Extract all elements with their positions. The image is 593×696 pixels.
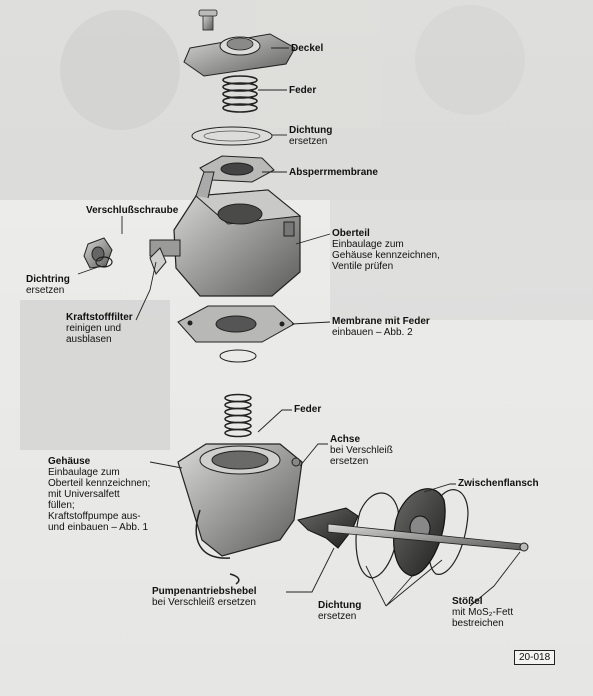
spring-top-part (222, 75, 258, 113)
label-gehaeuse-line: Einbaulage zum (48, 467, 120, 478)
label-stoessel-line: mit MoS₂-Fett (452, 607, 514, 618)
label-dichtung-top: Dichtung ersetzen (289, 125, 332, 147)
leader-pumpenantriebshebel (286, 547, 335, 593)
leader-dichtring (77, 265, 102, 275)
clip-part (229, 573, 240, 585)
label-dichtung-bottom-title: Dichtung (318, 600, 362, 611)
shutoff-membrane-part (199, 155, 275, 183)
gasket-top-part (191, 126, 273, 146)
pushrod-part (327, 523, 529, 552)
fuel-filter-part (149, 247, 167, 275)
label-absperrmembrane-title: Absperrmembrane (289, 167, 378, 178)
label-dichtung-top-sub: ersetzen (289, 136, 328, 147)
upper-body-part (149, 171, 302, 297)
label-stoessel-line: bestreichen (452, 618, 504, 629)
label-feder-top-title: Feder (289, 85, 317, 96)
label-kraftstofffilter-line: ausblasen (66, 334, 112, 345)
label-dichtung-bottom-sub: ersetzen (318, 611, 357, 622)
leader-gehaeuse (149, 461, 183, 469)
leader-stoessel (469, 551, 521, 607)
label-feder-mid: Feder (294, 404, 321, 415)
cover-part (183, 33, 296, 77)
background-photo-ghost (0, 0, 593, 450)
label-feder-top: Feder (289, 85, 316, 96)
label-achse-line: bei Verschleiß (330, 445, 393, 456)
label-pumpenantriebshebel-title: Pumpenantriebshebel (152, 586, 257, 597)
label-feder-mid-title: Feder (294, 404, 322, 415)
label-oberteil-line: Gehäuse kennzeichnen, (332, 250, 440, 261)
label-pumpenantriebshebel-sub: bei Verschleiß ersetzen (152, 597, 256, 608)
label-dichtring-sub: ersetzen (26, 285, 65, 296)
leader-oberteil (295, 233, 331, 245)
label-deckel-title: Deckel (291, 43, 324, 54)
label-gehaeuse-line: Kraftstoffpumpe aus- (48, 511, 141, 522)
label-verschlussschraube-title: Verschlußschraube (86, 205, 179, 216)
label-absperrmembrane: Absperrmembrane (289, 167, 378, 178)
plug-screw-part (83, 237, 113, 269)
label-achse-title: Achse (330, 434, 361, 445)
label-pumpenantriebshebel: Pumpenantriebshebel bei Verschleiß erset… (152, 586, 256, 608)
label-dichtring-title: Dichtring (26, 274, 70, 285)
label-stoessel: Stößel mit MoS₂-Fett bestreichen (452, 596, 513, 629)
label-gehaeuse: Gehäuse Einbaulage zum Oberteil kennzeic… (48, 456, 150, 533)
label-oberteil-line: Ventile prüfen (332, 261, 394, 272)
figure-number: 20-018 (514, 650, 556, 665)
label-stoessel-title: Stößel (452, 596, 483, 607)
leader-zwischenflansch (423, 483, 456, 493)
label-oberteil: Oberteil Einbaulage zum Gehäuse kennzeic… (332, 228, 440, 272)
label-gehaeuse-line: und einbauen – Abb. 1 (48, 522, 149, 533)
label-gehaeuse-line: füllen; (48, 500, 75, 511)
leader-feder-mid (257, 409, 292, 433)
spring-mid-part (224, 393, 252, 438)
label-gehaeuse-title: Gehäuse (48, 456, 91, 467)
sealing-ring-part (95, 256, 113, 268)
label-zwischenflansch-title: Zwischenflansch (458, 478, 539, 489)
leader-lines (77, 47, 521, 607)
label-membrane-line: einbauen – Abb. 2 (332, 327, 413, 338)
housing-part (177, 443, 303, 559)
label-gehaeuse-line: mit Universalfett (48, 489, 120, 500)
label-dichtung-bottom: Dichtung ersetzen (318, 600, 361, 622)
label-oberteil-title: Oberteil (332, 228, 370, 239)
label-kraftstofffilter: Kraftstofffilter reinigen und ausblasen (66, 312, 133, 345)
leader-dichtung-bottom (365, 559, 443, 607)
label-oberteil-line: Einbaulage zum (332, 239, 404, 250)
label-deckel: Deckel (291, 43, 323, 54)
label-membrane-title: Membrane mit Feder (332, 316, 430, 327)
leader-kraftstofffilter (135, 261, 157, 321)
label-achse: Achse bei Verschleiß ersetzen (330, 434, 393, 467)
leader-achse (299, 443, 328, 467)
label-membrane: Membrane mit Feder einbauen – Abb. 2 (332, 316, 430, 338)
label-zwischenflansch: Zwischenflansch (458, 478, 539, 489)
diaphragm-part (177, 305, 295, 363)
leader-membrane (291, 321, 331, 325)
label-gehaeuse-line: Oberteil kennzeichnen; (48, 478, 151, 489)
label-dichtring: Dichtring ersetzen (26, 274, 70, 296)
label-kraftstofffilter-title: Kraftstofffilter (66, 312, 133, 323)
screw-part (198, 9, 218, 31)
label-dichtung-top-title: Dichtung (289, 125, 333, 136)
label-verschlussschraube: Verschlußschraube (86, 205, 178, 216)
label-kraftstofffilter-line: reinigen und (66, 323, 122, 334)
intermediate-flange-part (393, 488, 446, 577)
label-achse-line: ersetzen (330, 456, 369, 467)
